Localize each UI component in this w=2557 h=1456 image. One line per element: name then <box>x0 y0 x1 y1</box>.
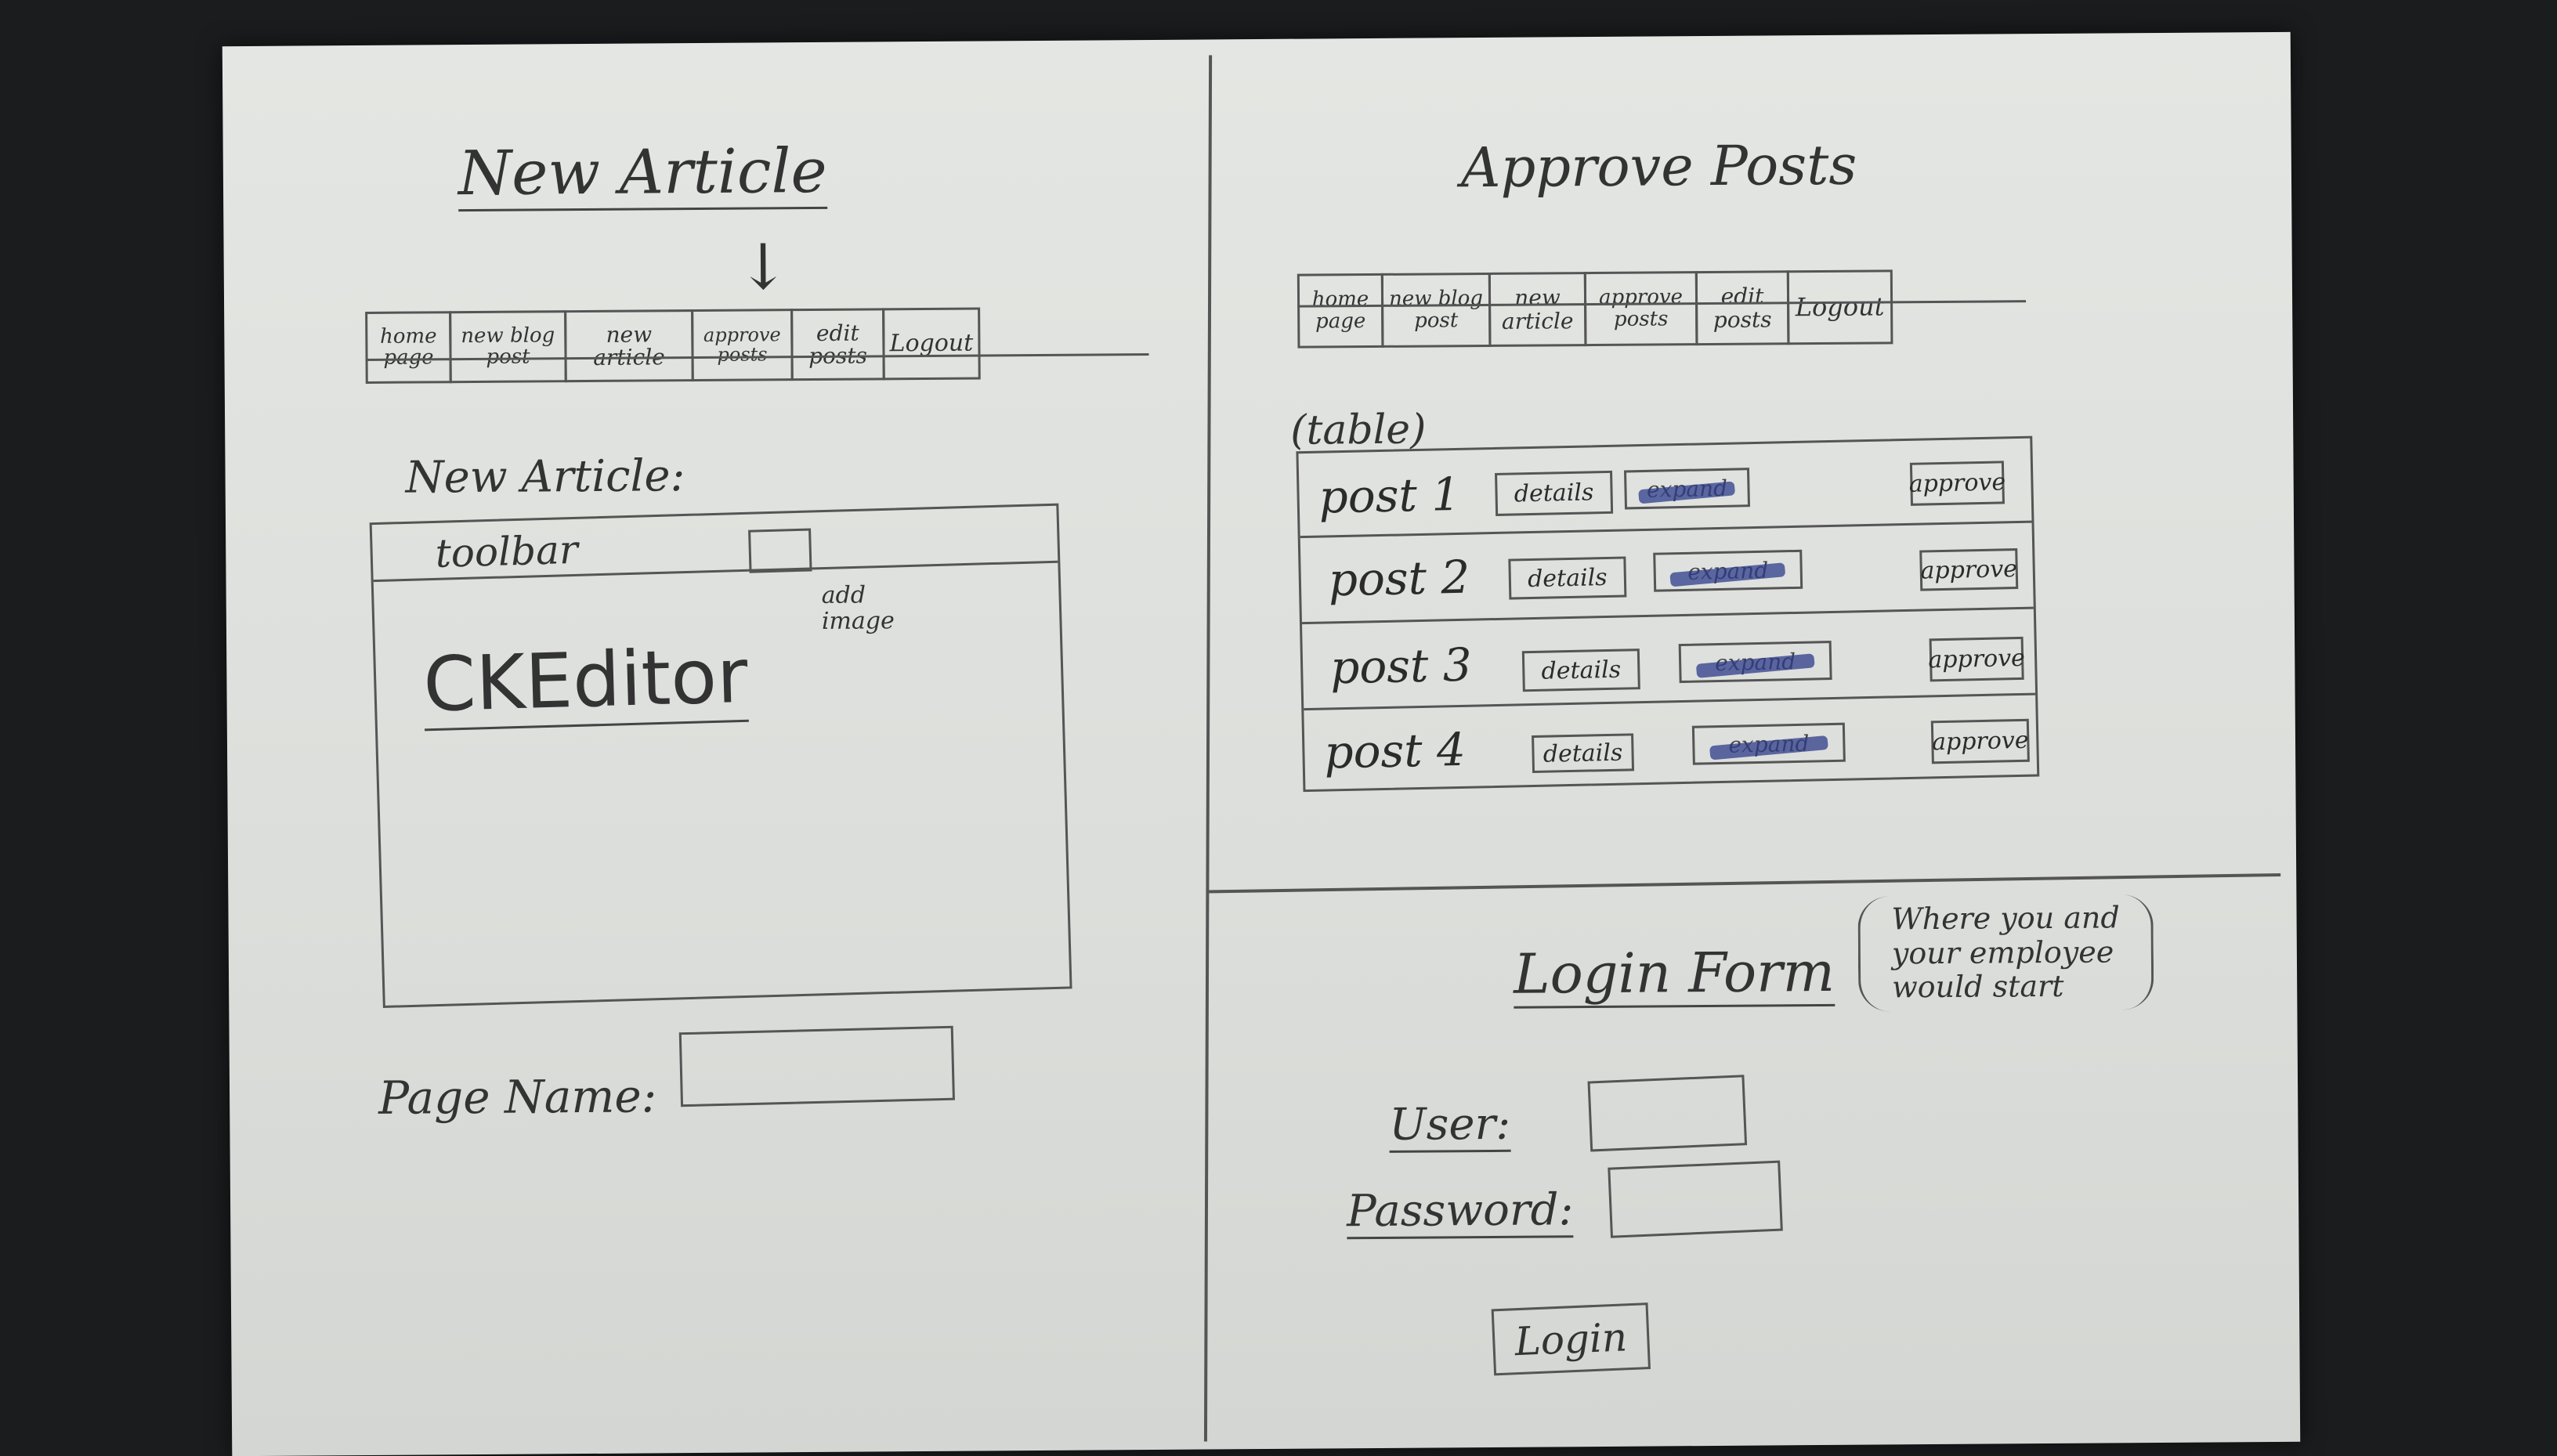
expand-button[interactable]: expand <box>1678 641 1832 684</box>
table-row: post 1 details expand approve <box>1298 438 2032 539</box>
login-divider <box>1207 873 2281 894</box>
user-input[interactable] <box>1587 1075 1748 1152</box>
login-form-heading: Login Form <box>1513 939 1835 1009</box>
approve-button[interactable]: approve <box>1928 636 2025 682</box>
details-button[interactable]: details <box>1521 649 1640 692</box>
new-article-label: New Article: <box>405 450 685 504</box>
expand-button[interactable]: expand <box>1691 722 1846 765</box>
details-button[interactable]: details <box>1532 733 1635 774</box>
add-image-note: add image <box>821 581 895 635</box>
approve-button[interactable]: approve <box>1930 718 2030 764</box>
details-button[interactable]: details <box>1508 556 1627 600</box>
selected-tab-arrow: ↓ <box>736 230 790 304</box>
post-name: post 3 <box>1329 638 1473 695</box>
login-button-label: Login <box>1514 1313 1629 1364</box>
table-row: post 3 details expand approve <box>1302 609 2036 711</box>
post-name: post 4 <box>1323 722 1467 779</box>
nav-tab-logout[interactable]: Logout <box>882 307 981 381</box>
table-row: post 4 details expand approve <box>1304 695 2037 795</box>
table-note: (table) <box>1289 406 1427 454</box>
details-button[interactable]: details <box>1495 470 1614 516</box>
login-button[interactable]: Login <box>1491 1302 1651 1376</box>
page-name-input[interactable] <box>678 1025 955 1107</box>
posts-table: post 1 details expand approve post 2 det… <box>1296 435 2040 795</box>
add-image-button[interactable] <box>748 528 812 573</box>
vertical-divider <box>1203 55 1213 1442</box>
ckeditor-label: CKEditor <box>421 631 749 732</box>
approve-button[interactable]: approve <box>1919 548 2019 591</box>
password-label: Password: <box>1346 1184 1574 1240</box>
nav-tab-logout[interactable]: Logout <box>1786 269 1893 345</box>
login-note: Where you and your employee would start <box>1857 894 2154 1012</box>
approve-posts-heading: Approve Posts <box>1460 132 1857 201</box>
ckeditor-frame[interactable]: toolbar CKEditor <box>369 503 1072 1008</box>
password-input[interactable] <box>1608 1160 1783 1238</box>
new-article-heading: New Article <box>458 135 827 212</box>
table-row: post 2 details expand approve <box>1300 522 2034 625</box>
page-name-label: Page Name: <box>378 1069 657 1125</box>
approve-button[interactable]: approve <box>1908 461 2005 506</box>
expand-button[interactable]: expand <box>1653 549 1803 592</box>
user-label: User: <box>1389 1098 1511 1153</box>
post-name: post 2 <box>1328 550 1470 607</box>
toolbar-label: toolbar <box>434 526 579 576</box>
expand-button[interactable]: expand <box>1624 468 1751 510</box>
post-name: post 1 <box>1318 467 1461 524</box>
